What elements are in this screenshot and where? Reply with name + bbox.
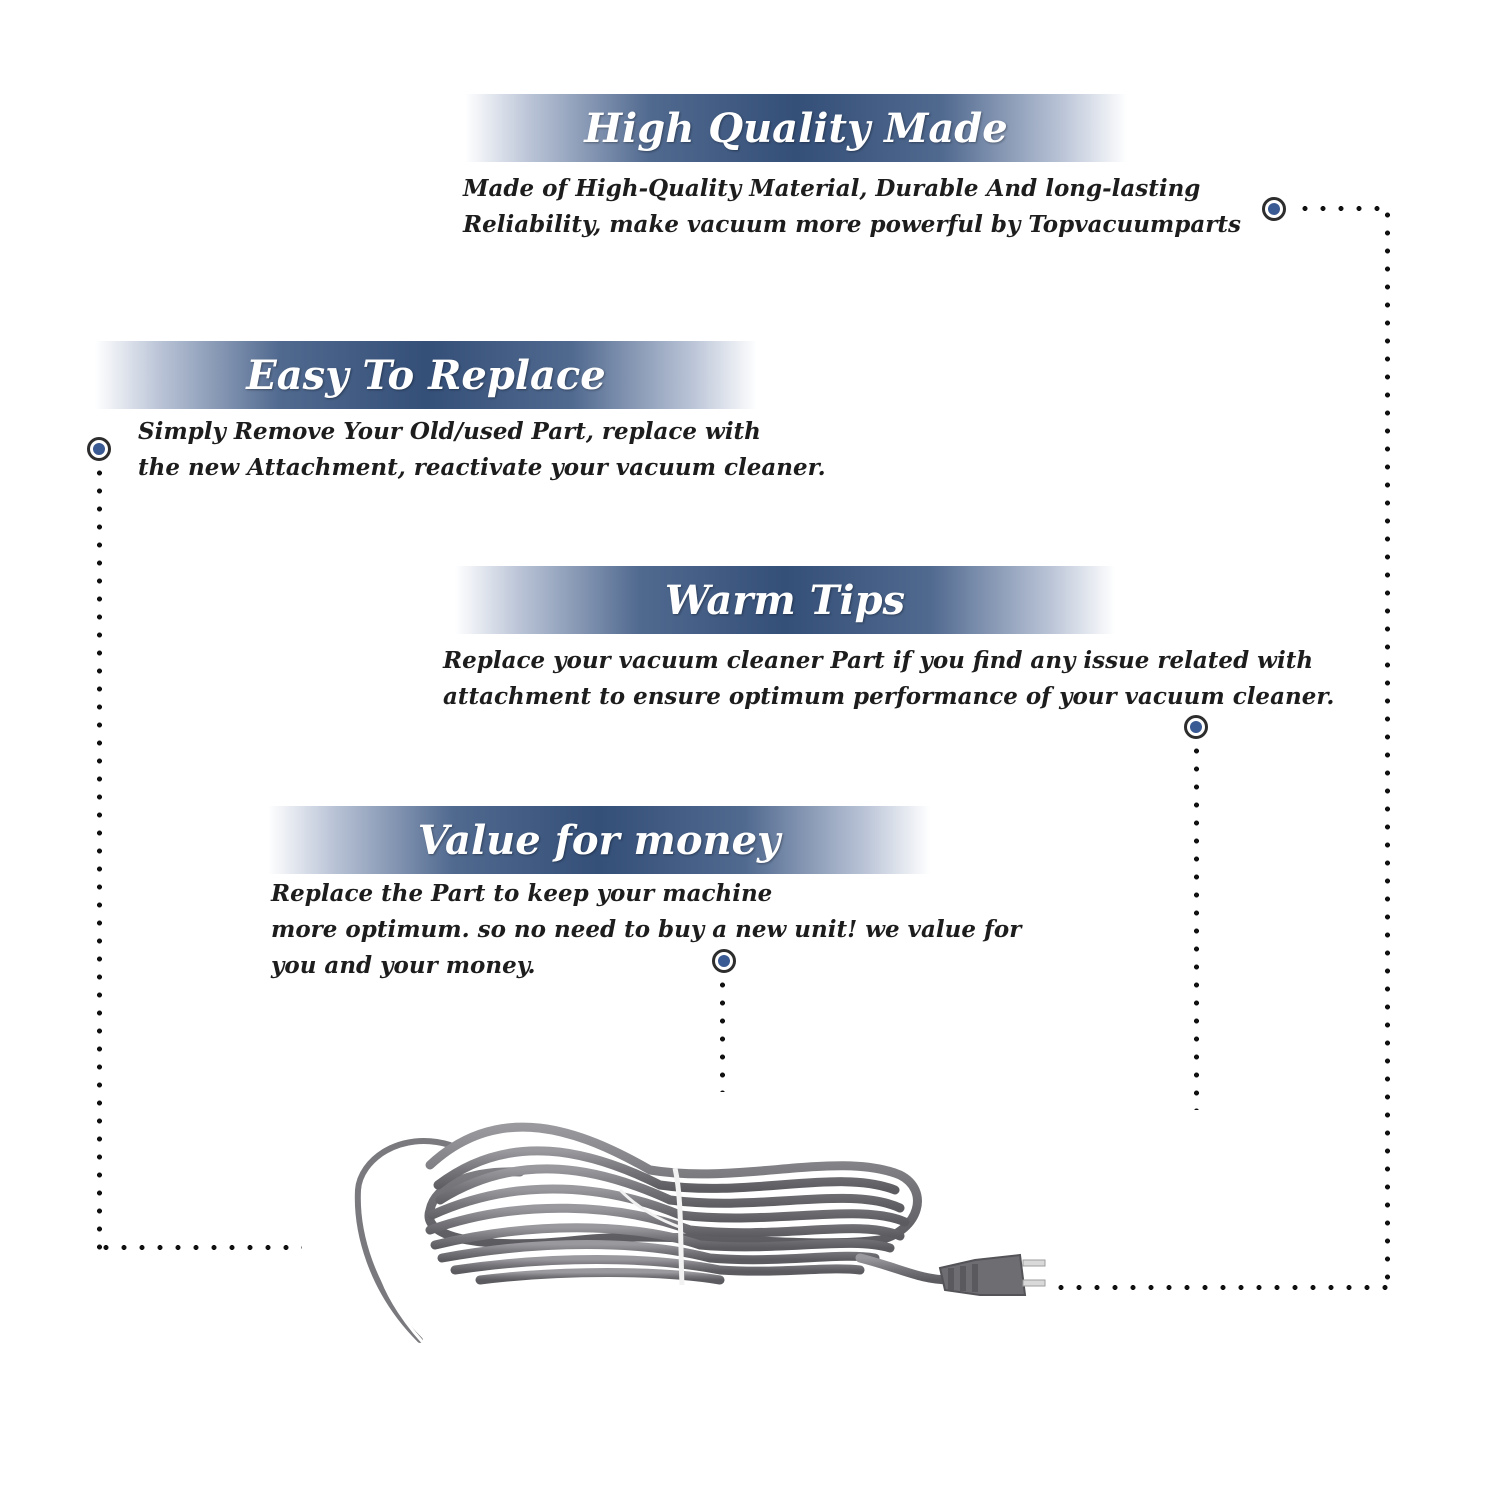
dotted-connector [97, 464, 102, 1252]
dotted-connector [1296, 206, 1390, 211]
description-line: Replace the Part to keep your machine [271, 880, 773, 907]
feature-description-warm-tips: Replace your vacuum cleaner Part if you … [443, 643, 1334, 715]
description-line: Made of High-Quality Material, Durable A… [463, 175, 1201, 202]
dotted-connector [1052, 1285, 1390, 1290]
description-line: Replace your vacuum cleaner Part if you … [443, 647, 1314, 674]
feature-banner-high-quality: High Quality Made [465, 94, 1127, 162]
feature-title: Warm Tips [664, 576, 906, 624]
description-line: attachment to ensure optimum performance… [443, 683, 1335, 710]
feature-description-high-quality: Made of High-Quality Material, Durable A… [463, 171, 1241, 243]
dotted-connector [720, 976, 725, 1092]
feature-banner-easy-replace: Easy To Replace [95, 341, 757, 409]
dotted-connector [1194, 742, 1199, 1110]
feature-description-easy-replace: Simply Remove Your Old/used Part, replac… [138, 414, 826, 486]
description-line: Simply Remove Your Old/used Part, replac… [138, 418, 761, 445]
bullet-marker-icon [1262, 197, 1286, 221]
bullet-marker-icon [87, 437, 111, 461]
dotted-connector [1385, 206, 1390, 1292]
dotted-connector [97, 1245, 302, 1250]
power-cord-image [354, 1122, 1046, 1354]
bullet-marker-icon [712, 949, 736, 973]
description-line: you and your money. [271, 952, 536, 979]
feature-title: High Quality Made [584, 104, 1008, 152]
feature-banner-value-money: Value for money [268, 806, 930, 874]
description-line: the new Attachment, reactivate your vacu… [138, 454, 826, 481]
description-line: Reliability, make vacuum more powerful b… [463, 211, 1241, 238]
bullet-marker-icon [1184, 715, 1208, 739]
feature-title: Easy To Replace [246, 351, 606, 399]
description-line: more optimum. so no need to buy a new un… [271, 916, 1022, 943]
feature-description-value-money: Replace the Part to keep your machine mo… [271, 876, 1021, 984]
feature-title: Value for money [417, 816, 781, 864]
feature-banner-warm-tips: Warm Tips [455, 566, 1115, 634]
